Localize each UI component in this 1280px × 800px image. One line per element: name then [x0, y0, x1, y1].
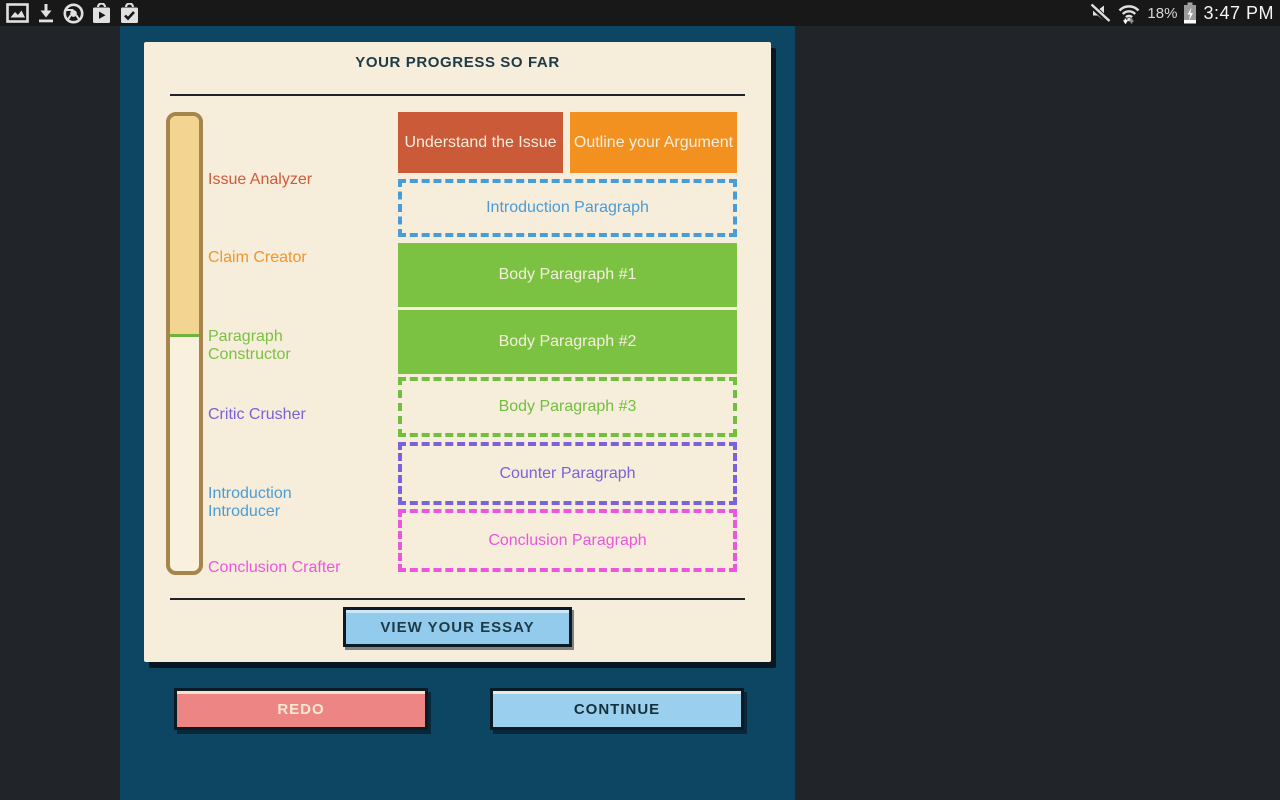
milestone-conclusion-crafter: Conclusion Crafter: [208, 559, 341, 576]
milestone-introduction-introducer: Introduction Introducer: [208, 485, 292, 520]
milestone-issue-analyzer: Issue Analyzer: [208, 171, 313, 188]
battery-charging-icon: [1183, 2, 1197, 24]
download-icon: [36, 3, 56, 23]
step-body-paragraph-3: Body Paragraph #3: [398, 377, 737, 437]
wifi-icon: [1117, 3, 1141, 24]
title-divider: [170, 94, 745, 96]
notification-icons: [6, 2, 140, 24]
progress-card: YOUR PROGRESS SO FAR Issue Analyzer Clai…: [144, 42, 771, 662]
step-introduction-paragraph: Introduction Paragraph: [398, 179, 737, 237]
play-store-bag-icon: [91, 2, 112, 24]
continue-button[interactable]: CONTINUE: [490, 688, 744, 730]
view-essay-button[interactable]: VIEW YOUR ESSAY: [343, 607, 572, 647]
volume-muted-icon: [1089, 3, 1112, 23]
image-icon: [6, 3, 29, 23]
milestone-critic-crusher: Critic Crusher: [208, 406, 306, 423]
check-bag-icon: [119, 2, 140, 24]
chrome-icon: [63, 3, 84, 24]
milestone-claim-creator: Claim Creator: [208, 249, 307, 266]
android-status-bar: 18% 3:47 PM: [0, 0, 1280, 26]
redo-button[interactable]: REDO: [174, 688, 428, 730]
progress-bar: [166, 112, 203, 575]
step-body-paragraph-1: Body Paragraph #1: [398, 243, 737, 307]
page-title: YOUR PROGRESS SO FAR: [355, 54, 560, 71]
step-understand-the-issue: Understand the Issue: [398, 112, 563, 173]
system-status-icons: 18% 3:47 PM: [1089, 2, 1274, 24]
step-outline-your-argument: Outline your Argument: [570, 112, 737, 173]
progress-bar-fill: [170, 116, 199, 338]
step-counter-paragraph: Counter Paragraph: [398, 442, 737, 505]
clock: 3:47 PM: [1203, 2, 1274, 23]
milestone-paragraph-constructor: Paragraph Constructor: [208, 328, 291, 363]
step-body-paragraph-2: Body Paragraph #2: [398, 310, 737, 374]
battery-percent: 18%: [1147, 4, 1178, 22]
footer-divider: [170, 598, 745, 600]
step-conclusion-paragraph: Conclusion Paragraph: [398, 509, 737, 572]
